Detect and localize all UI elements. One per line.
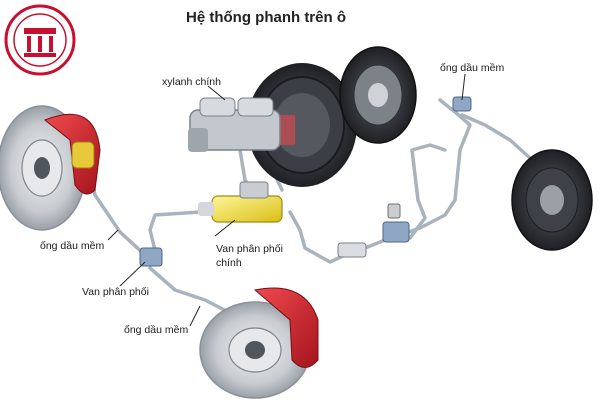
leader-valve-main <box>214 219 236 237</box>
diagram-title: Hệ thống phanh trên ô <box>186 9 346 26</box>
rear-top-drum-brake <box>339 46 417 144</box>
leader-valve-left <box>119 261 146 287</box>
label-hose-left: ống dầu mềm <box>40 240 105 252</box>
logo-seal <box>4 4 76 76</box>
left-valve-connector <box>139 247 163 267</box>
pipe-right-lower <box>460 113 532 160</box>
right-connectors <box>337 96 472 258</box>
leader-hose-left <box>107 229 119 241</box>
leader-hose-bottom <box>189 305 201 327</box>
rear-right-drum-brake <box>511 149 593 251</box>
pipe-main-to-right <box>288 210 347 264</box>
brake-booster <box>247 63 357 187</box>
main-valve <box>198 181 283 223</box>
leader-hose-top <box>461 73 466 101</box>
label-hose-top-right: ống dầu mềm <box>440 62 505 74</box>
label-main-valve-line1: Van phân phối <box>216 243 283 255</box>
label-main-valve-line2: chính <box>216 257 242 269</box>
leader-master <box>207 85 226 101</box>
pipe-rear-left <box>148 266 242 320</box>
front-left-disc-brake <box>0 105 101 231</box>
label-master-cylinder: xylanh chính <box>162 76 221 88</box>
leader-lines <box>107 73 466 327</box>
label-hose-bottom: ống dầu mềm <box>124 324 189 336</box>
master-cylinder <box>188 97 281 152</box>
rear-left-disc-brake <box>199 287 319 399</box>
label-valve-left: Van phân phối <box>82 286 149 298</box>
pipe-vertical-loop <box>408 143 447 240</box>
